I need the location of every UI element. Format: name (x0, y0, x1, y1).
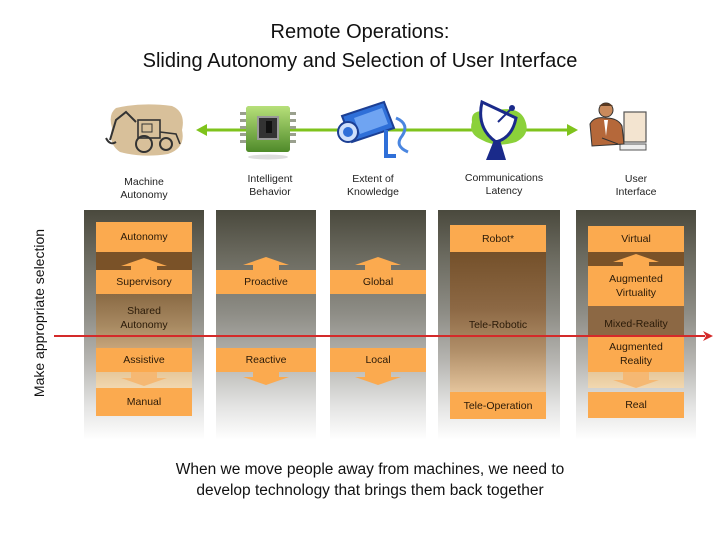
level-robot: Robot* (450, 225, 546, 252)
band-shared-autonomy (96, 294, 192, 348)
level-tele-robotic: Tele-Robotic (468, 319, 528, 331)
title-line-1: Remote Operations: (270, 21, 450, 43)
arrow-up-stem (365, 265, 391, 271)
category-user-interface: User Interface (581, 173, 691, 199)
category-label-line-2: Behavior (249, 186, 291, 198)
category-label-line-2: Interface (615, 186, 657, 198)
category-label-line-2: Knowledge (347, 186, 399, 198)
category-label-line-1: Intelligent (247, 173, 293, 185)
level-mixed-reality: Mixed-Reality (604, 318, 668, 330)
camera-icon (337, 100, 409, 158)
user-at-computer-icon (589, 102, 647, 151)
arrow-up-icon (243, 257, 289, 265)
arrow-down-stem (623, 372, 649, 380)
level-virtual: Virtual (588, 226, 684, 252)
arrow-down-stem (365, 372, 391, 378)
level-proactive: Proactive (216, 270, 316, 294)
category-label-line-2: Autonomy (120, 189, 168, 201)
caption-line-2: develop technology that brings them back… (196, 482, 544, 499)
level-augmented-reality-line-2: Reality (619, 355, 653, 367)
microchip-icon (240, 106, 296, 160)
category-intelligent-behavior: Intelligent Behavior (215, 173, 325, 199)
title-line-2: Sliding Autonomy and Selection of User I… (142, 50, 578, 72)
arrow-down-icon (243, 377, 289, 385)
arrow-right-icon (703, 331, 713, 341)
level-shared-autonomy-line-2: Autonomy (120, 319, 168, 331)
level-augmented-reality: Augmented Reality (588, 336, 684, 372)
arrow-down-stem (253, 372, 279, 378)
level-global: Global (330, 270, 426, 294)
column-extent-of-knowledge (330, 210, 426, 440)
satellite-dish-icon (471, 99, 527, 160)
arrow-down-icon (613, 380, 659, 388)
category-label-line-1: Extent of (352, 173, 394, 185)
caption-line-1: When we move people away from machines, … (175, 461, 565, 478)
column-intelligent-behavior (216, 210, 316, 440)
band-tele-robotic (450, 252, 546, 392)
arrow-down-icon (355, 377, 401, 385)
level-manual: Manual (96, 388, 192, 416)
band-mixed-reality (588, 306, 684, 336)
caption: When we move people away from machines, … (0, 459, 720, 501)
backhoe-icon (105, 104, 183, 156)
level-reactive: Reactive (216, 348, 316, 372)
level-augmented-virtuality-line-1: Augmented (609, 273, 663, 285)
level-local: Local (330, 348, 426, 372)
category-label-line-1: Machine (124, 176, 164, 188)
level-augmented-virtuality-line-2: Virtuality (615, 287, 657, 299)
level-tele-operation: Tele-Operation (450, 392, 546, 419)
arrow-up-icon (121, 258, 167, 266)
category-machine-autonomy: Machine Autonomy (89, 176, 199, 202)
level-augmented-virtuality: Augmented Virtuality (588, 266, 684, 306)
level-supervisory: Supervisory (96, 270, 192, 294)
level-augmented-reality-line-1: Augmented (609, 341, 663, 353)
level-shared-autonomy-line-1: Shared (127, 305, 161, 317)
category-label-line-1: Communications (464, 172, 544, 184)
arrow-down-stem (131, 372, 157, 378)
category-extent-of-knowledge: Extent of Knowledge (318, 173, 428, 199)
level-shared-autonomy: Shared Autonomy (96, 298, 192, 338)
arrow-down-icon (121, 378, 167, 386)
category-communications-latency: Communications Latency (449, 172, 559, 198)
category-label-line-2: Latency (485, 185, 523, 197)
arrow-up-icon (613, 254, 659, 262)
level-real: Real (588, 392, 684, 418)
level-autonomy: Autonomy (96, 222, 192, 252)
level-assistive: Assistive (96, 348, 192, 372)
arrow-up-icon (355, 257, 401, 265)
side-label: Make appropriate selection (31, 228, 47, 398)
category-label-line-1: User (624, 173, 648, 185)
arrow-up-stem (253, 265, 279, 271)
